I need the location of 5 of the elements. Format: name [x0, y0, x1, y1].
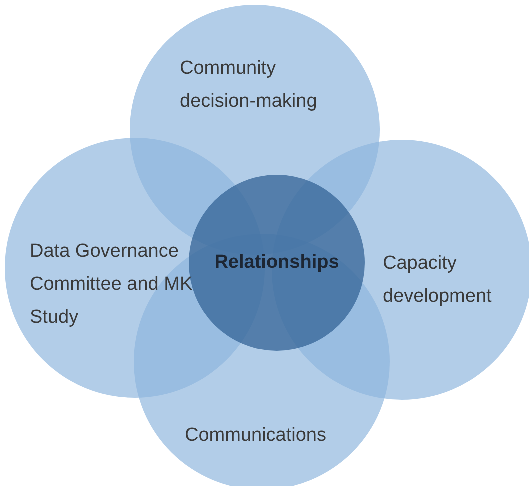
circle-label: Data Governance Committee and MK Study — [30, 240, 194, 330]
circle-label: Capacity development — [383, 252, 493, 309]
circle-label: Communications — [185, 424, 328, 448]
circle-label: Community decision-making — [180, 57, 318, 114]
circle-label: Relationships — [214, 251, 340, 275]
